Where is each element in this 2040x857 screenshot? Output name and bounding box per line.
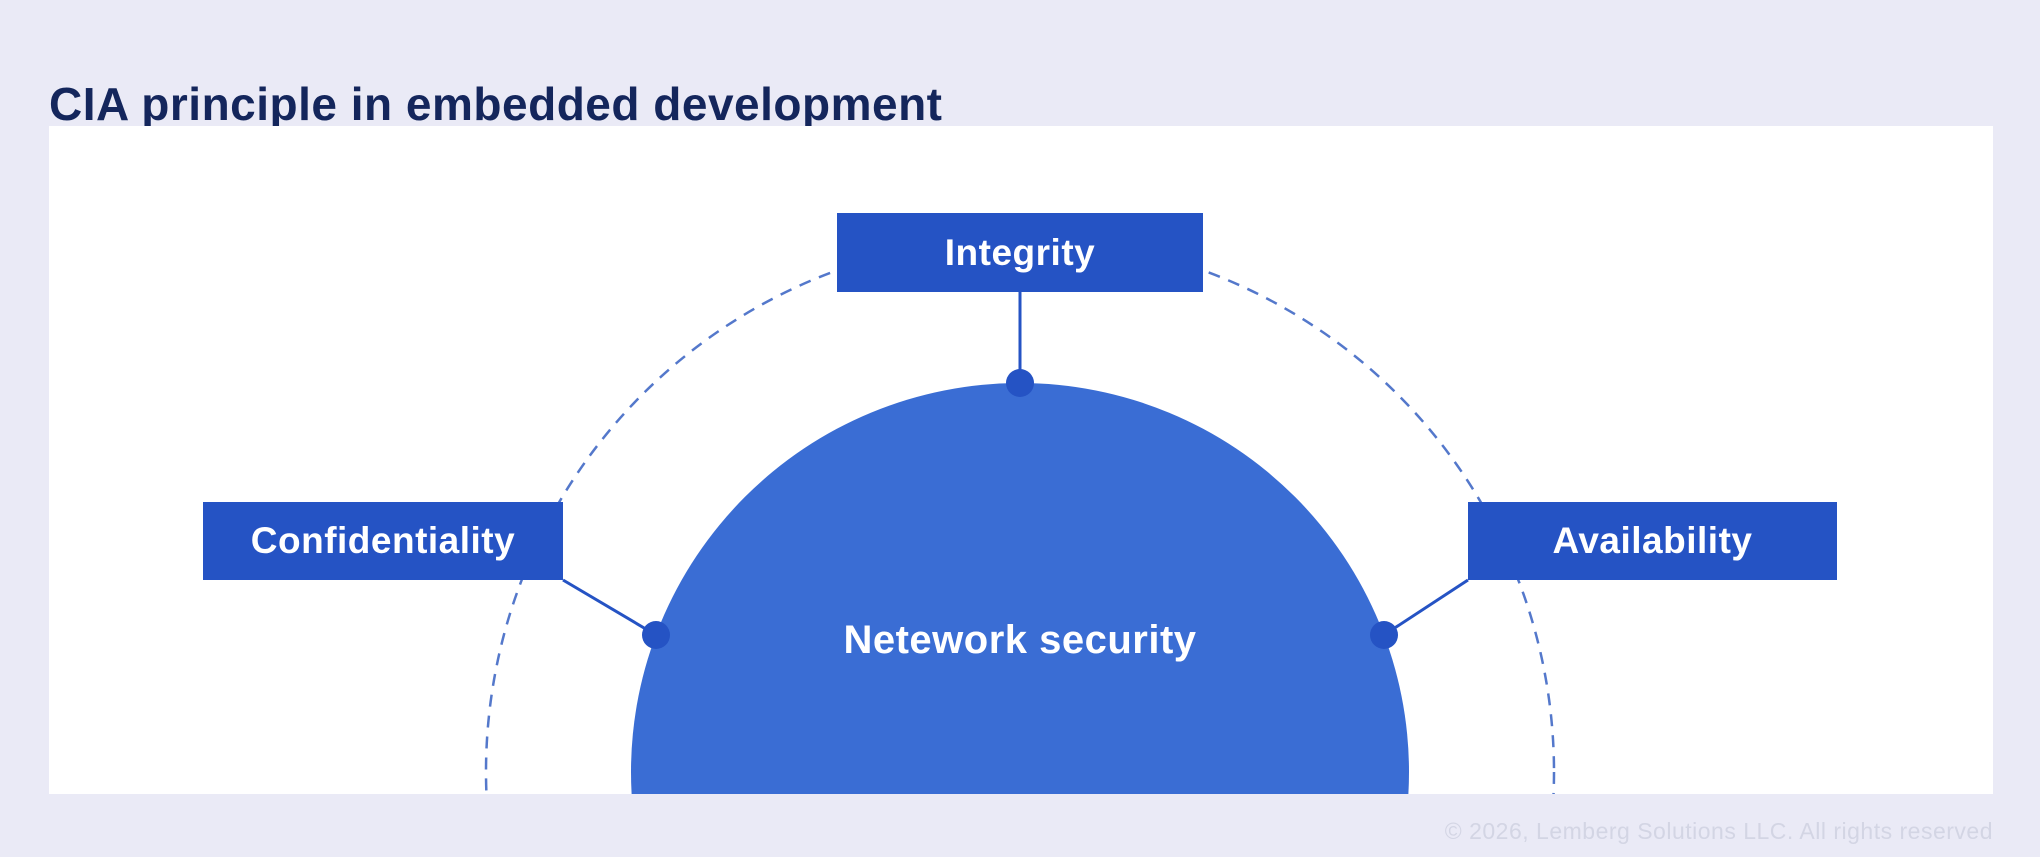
copyright-notice: © 2026, Lemberg Solutions LLC. All right… <box>1444 818 1993 844</box>
node-integrity: Integrity <box>837 213 1203 292</box>
node-confidentiality-label: Confidentiality <box>250 520 516 561</box>
node-integrity-label: Integrity <box>944 231 1096 273</box>
page-title: CIA principle in embedded development <box>49 77 943 130</box>
diagram-panel: Integrity Confidentiality Availability N… <box>49 126 1993 794</box>
cia-diagram-canvas <box>484 236 1556 794</box>
node-availability: Availability <box>1468 502 1837 580</box>
dashed-orbit-arc <box>484 236 1556 794</box>
node-confidentiality: Confidentiality <box>203 502 563 580</box>
semicircle-center-label: Netework security <box>843 617 1197 662</box>
connector-line-confidentiality <box>562 578 657 637</box>
anchor-dot-availability <box>1370 621 1398 649</box>
anchor-dot-integrity <box>1006 369 1034 397</box>
anchor-dot-confidentiality <box>642 621 670 649</box>
network-security-semicircle <box>631 383 1409 794</box>
node-availability-label: Availability <box>1552 520 1753 561</box>
connector-line-availability <box>1383 578 1469 637</box>
